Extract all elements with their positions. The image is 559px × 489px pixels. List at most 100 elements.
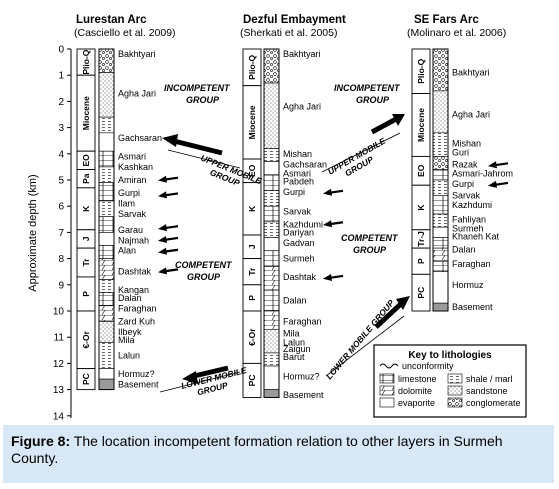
lithology-shale [263, 352, 280, 367]
formation-label: Kazhdumi [283, 220, 323, 230]
lithology-sandstone [263, 82, 280, 149]
formation-label: Surmeh [283, 254, 315, 264]
period-label: Pa [81, 173, 91, 184]
lithology-limestone [432, 260, 449, 273]
formation-label: Asmari [283, 168, 311, 178]
formation-label: Hormuz? [118, 369, 155, 379]
depth-tick-label: 2 [58, 97, 64, 108]
lithology-shale [432, 179, 449, 197]
lithology-shale [98, 342, 115, 369]
lithology-shale [263, 148, 280, 162]
lithology-outline [263, 48, 280, 398]
lithology-limestone [432, 195, 449, 215]
incompetent-group-label: INCOMPETENT GROUP INCOMPETENT GROUP [164, 83, 401, 105]
period-label: J [247, 244, 257, 249]
lithology-outline [432, 48, 449, 312]
lithology-shale [98, 116, 115, 134]
svg-text:GROUP: GROUP [187, 272, 221, 282]
period-label: Plio-Q [416, 58, 426, 83]
lithology-basement [432, 302, 449, 312]
lithology-limestone [263, 289, 280, 312]
formation-label: Agha Jari [118, 89, 156, 99]
formation-label: Khaneh Kat [452, 231, 500, 241]
period-label: Miocene [247, 105, 257, 139]
depth-tick-label: 12 [53, 359, 65, 370]
period-label: €-Or [247, 328, 257, 346]
svg-text:COMPETENT: COMPETENT [341, 233, 399, 243]
lithology-conglomerate [432, 48, 449, 92]
formation-label: Dalan [118, 293, 142, 303]
lithology-basement [263, 389, 280, 398]
formation-label: Dalan [283, 296, 307, 306]
formation-label: Garau [118, 225, 143, 235]
period-label: P [247, 295, 257, 301]
formation-arrow-head [158, 247, 167, 255]
lithology-evaporite [263, 237, 280, 252]
formation-arrow-head [323, 188, 332, 196]
formation-label: Kangan [118, 285, 149, 295]
depth-tick-label: 7 [58, 228, 64, 239]
period-label: EO [81, 154, 91, 167]
formation-label: Gurpi [118, 188, 140, 198]
legend-evaporite-label: evaporite [398, 398, 435, 408]
lithology-limestone [263, 250, 280, 267]
formation-arrow-head [488, 180, 497, 188]
formation-label: Basement [118, 379, 159, 389]
lithology-conglomerate [98, 48, 115, 73]
formation-label: Basement [283, 390, 324, 400]
period-label: Miocene [416, 108, 426, 142]
formation-label: Sarvak [283, 206, 312, 216]
formation-label: Fahliyan [452, 214, 486, 224]
lithology-limestone [98, 292, 115, 307]
legend-title: Key to lithologies [408, 350, 492, 361]
formation-arrow-head [323, 273, 332, 281]
caption-label: Figure 8: [11, 433, 71, 449]
formation-label: Basement [452, 302, 493, 312]
formation-label: Dashtak [118, 267, 152, 277]
formation-label: Gadvan [283, 238, 315, 248]
lithology-shale [263, 190, 280, 207]
lithology-limestone [98, 150, 115, 168]
lithology-evaporite [98, 232, 115, 246]
lithology-dolomite [98, 305, 115, 322]
formation-label: Sarvak [452, 191, 481, 201]
legend-limestone-swatch [379, 373, 395, 384]
lithology-dolomite [263, 310, 280, 330]
formation-label: Gachsaran [283, 159, 327, 169]
lithology-shale [98, 166, 115, 183]
period-label: €-Or [81, 330, 91, 348]
depth-tick-label: 1 [58, 71, 64, 82]
formation-label: Pabdeh [283, 176, 314, 186]
formation-label: Razak [452, 159, 478, 169]
lithology-evaporite [263, 365, 280, 390]
depth-tick-label: 0 [58, 45, 64, 56]
svg-text:GROUP: GROUP [186, 95, 220, 105]
legend-dolomite-label: dolomite [398, 386, 432, 396]
period-label: Miocene [81, 96, 91, 130]
formation-label: Surmeh [452, 223, 484, 233]
formation-label: Mila [118, 335, 135, 345]
upper-mobile-arrows [162, 114, 405, 173]
depth-tick-label: 6 [58, 202, 64, 213]
depth-tick-label: 14 [53, 411, 65, 422]
lithology-shale [98, 279, 115, 293]
lithology-basement [98, 378, 115, 390]
depth-tick-label: 8 [58, 254, 64, 265]
svg-text:INCOMPETENT: INCOMPETENT [334, 83, 401, 93]
formation-label: Agha Jari [452, 110, 490, 120]
lithology-limestone [263, 174, 280, 191]
period-cell [411, 273, 431, 312]
formation-label: Gurpi [283, 187, 305, 197]
period-label: P [81, 291, 91, 297]
lower-mobile-arrows [159, 296, 410, 393]
lithology-sandstone [98, 321, 115, 343]
formation-label: Kazhdumi [452, 200, 492, 210]
period-label: Tr [247, 267, 257, 276]
depth-tick-label: 4 [58, 149, 64, 160]
lithology-sandstone [432, 90, 449, 134]
svg-text:INCOMPETENT: INCOMPETENT [164, 83, 231, 93]
formation-label: Dariyan [283, 227, 314, 237]
period-label: EO [416, 164, 426, 177]
formation-label: Dalan [452, 244, 476, 254]
